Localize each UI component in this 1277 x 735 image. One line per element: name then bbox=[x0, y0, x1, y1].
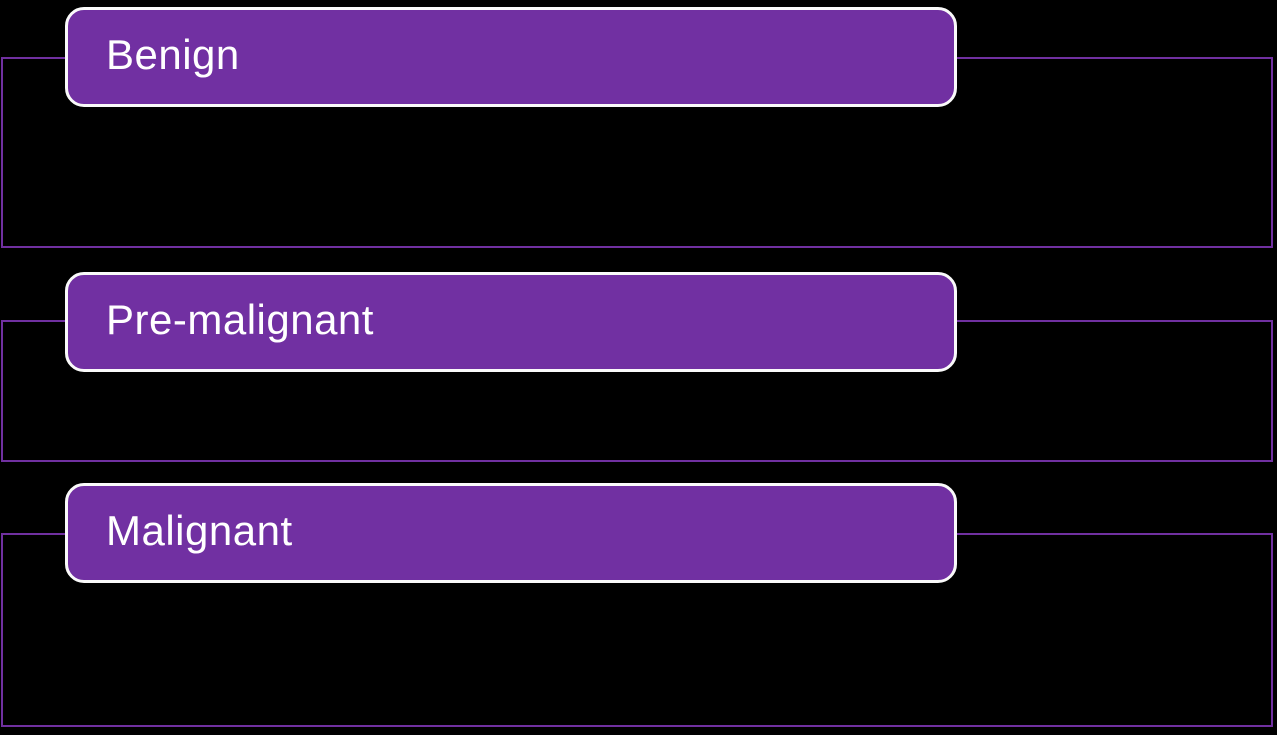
pre-malignant-label: Pre-malignant bbox=[106, 296, 374, 343]
pre-malignant-header-box: Pre-malignant bbox=[65, 272, 957, 372]
malignant-header-box: Malignant bbox=[65, 483, 957, 583]
benign-header-box: Benign bbox=[65, 7, 957, 107]
benign-label: Benign bbox=[106, 31, 240, 78]
malignant-label: Malignant bbox=[106, 507, 293, 554]
